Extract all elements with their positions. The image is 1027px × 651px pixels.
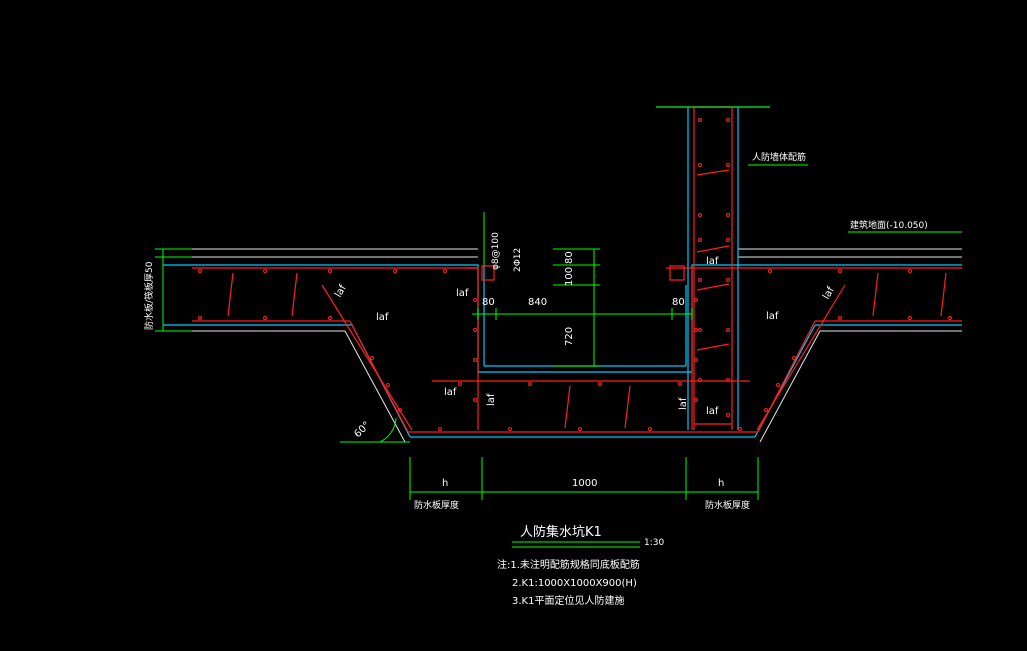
dim-840: 840 <box>528 297 547 308</box>
laf-label-4: laf <box>444 387 457 398</box>
dim-720: 720 <box>564 327 575 346</box>
concrete-outline <box>163 106 962 438</box>
laf-label-3: laf <box>333 283 349 300</box>
laf-label-8: laf <box>821 285 837 302</box>
dim-h-left: h <box>442 478 448 489</box>
laf-label-6: laf <box>706 256 719 267</box>
note-3: 3.K1平面定位见人防建施 <box>512 594 624 607</box>
dim-80-top: 80 <box>564 251 575 264</box>
drawing-title: 人防集水坑K1 <box>520 524 602 540</box>
dim-80-right: 80 <box>672 297 685 308</box>
dim-sub-left: 防水板厚度 <box>414 499 459 511</box>
floor-level-label: 建筑地面(-10.050) <box>850 219 928 231</box>
dim-1000: 1000 <box>572 478 597 489</box>
laf-label-5: laf <box>486 393 497 406</box>
dim-80-left: 80 <box>482 297 495 308</box>
stirrup-spec-label: φ8@100 <box>491 232 501 270</box>
wall-rebar-label: 人防墙体配筋 <box>752 151 806 163</box>
waterproof-lines <box>163 248 962 443</box>
laf-label-7: laf <box>766 311 779 322</box>
rebar <box>192 106 962 433</box>
note-1: 注:1.未注明配筋规格同底板配筋 <box>497 558 640 571</box>
dim-h-right: h <box>718 478 724 489</box>
rebar-dots <box>198 118 952 431</box>
note-2: 2.K1:1000X1000X900(H) <box>512 578 637 589</box>
dim-100: 100 <box>564 267 575 286</box>
laf-label-2: laf <box>376 312 389 323</box>
laf-label-1: laf <box>456 288 469 299</box>
bar-spec-label: 2Φ12 <box>513 248 523 272</box>
dim-sub-right: 防水板厚度 <box>705 499 750 511</box>
dimension-lines <box>155 106 962 548</box>
laf-label-9: laf <box>678 397 689 410</box>
slab-thickness-label: 防水板/筏板厚50 <box>143 261 155 330</box>
drawing-scale: 1:30 <box>644 538 664 548</box>
angle-label: 60° <box>352 420 372 440</box>
laf-label-10: laf <box>706 406 719 417</box>
